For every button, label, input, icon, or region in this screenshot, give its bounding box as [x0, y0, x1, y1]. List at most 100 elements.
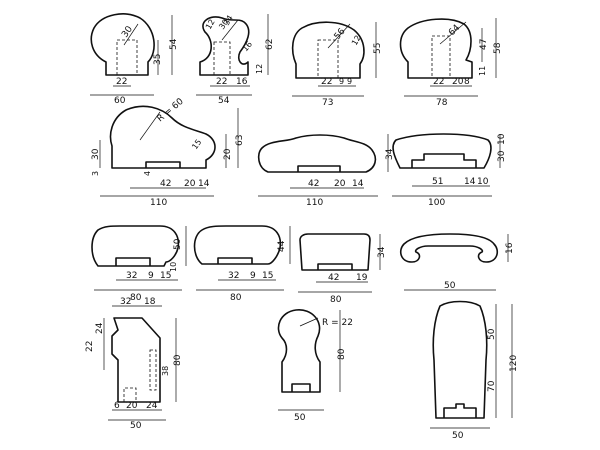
- profile-4-dim-h: 47: [479, 39, 489, 50]
- profile-5-dim-r2: 15: [190, 138, 203, 152]
- profile-1-outline: [90, 13, 155, 76]
- profile-5-dim-b3: 14: [198, 179, 210, 189]
- profile-5-groove: [145, 161, 181, 168]
- profile-12-dim-w: 50: [130, 421, 142, 431]
- profile-7-outline: [392, 133, 492, 169]
- profile-12: 32 18 24 22 80 38 6 20 24 50: [85, 297, 183, 431]
- profile-12-dim-s3: 38: [161, 366, 170, 376]
- profile-13-dim-w: 50: [294, 413, 306, 423]
- profile-4-outline: [399, 18, 473, 79]
- profile-8: 32 9 15 80 50 10: [91, 225, 187, 303]
- profile-6-dim-b1: 42: [308, 179, 319, 189]
- profile-8-outline: [91, 225, 180, 267]
- profile-11-dim-h: 16: [505, 242, 515, 254]
- profile-2-outline: [199, 16, 250, 76]
- profile-8-dim-w: 80: [130, 293, 142, 303]
- profile-6-outline: [257, 134, 377, 173]
- profile-12-slot: [149, 349, 157, 391]
- profile-5-radius-line: [139, 111, 161, 141]
- profile-8-groove: [115, 257, 151, 266]
- profile-10-dim-b2: 19: [356, 273, 368, 283]
- profile-13-dim-r: R = 22: [322, 318, 353, 328]
- profile-7-dim-b3: 10: [477, 177, 489, 187]
- profile-6-dim-w: 110: [306, 198, 323, 208]
- profile-1-dim-base: 22: [116, 77, 127, 87]
- profile-2-dim-h2: 12: [255, 64, 264, 74]
- profile-8-dim-b3: 15: [160, 271, 171, 281]
- profile-12-dim-b1: 6: [114, 401, 120, 411]
- profile-1-dim-h2: 54: [169, 38, 179, 50]
- profile-2: 30 12 34 16 22 16 54 62 12: [196, 14, 275, 106]
- profile-7-dim-h2: 10: [497, 133, 507, 145]
- profile-5-dim-h5: 4: [143, 171, 152, 176]
- profile-3-dim-b1: 22: [321, 77, 332, 87]
- profile-8-dim-b2: 9: [148, 271, 154, 281]
- profile-7-dim-h: 30: [497, 150, 507, 162]
- profile-1-radius-line: [123, 23, 139, 46]
- profile-3-dim-h2: 12: [350, 34, 363, 47]
- profile-8-dim-h2: 10: [169, 262, 178, 272]
- profile-13-groove: [291, 383, 311, 392]
- profile-10-groove: [317, 263, 353, 270]
- profile-2-dim-b2: 16: [236, 77, 248, 87]
- profile-13-radius-line: [299, 317, 319, 327]
- profile-13: R = 22 80 50: [277, 309, 353, 423]
- profile-10-outline: [299, 233, 371, 271]
- profile-9-dim-b1: 32: [228, 271, 239, 281]
- profile-9-dim-b3: 15: [262, 271, 273, 281]
- profile-1: 30 22 60 35 54: [90, 13, 179, 106]
- profile-7-dim-b1: 51: [432, 177, 443, 187]
- profile-14-outline: [432, 300, 488, 419]
- profile-4-dim-w: 78: [436, 98, 448, 108]
- profile-5-dim-h4: 3: [91, 171, 100, 176]
- profile-14: 50 70 120 50: [430, 300, 519, 441]
- profile-5-dim-b2: 20: [184, 179, 196, 189]
- profile-4-dim-h2: 58: [493, 42, 503, 54]
- profile-4: 64 22 20 8 78 47 58 11: [399, 18, 503, 108]
- profile-7-dim-b2: 14: [464, 177, 476, 187]
- profile-12-groove: [123, 387, 137, 402]
- profile-7-dim-w: 100: [428, 198, 445, 208]
- profile-2-dim-b1: 22: [216, 77, 227, 87]
- profile-14-dim-w: 50: [452, 431, 464, 441]
- profile-9-dim-b2: 9: [250, 271, 256, 281]
- profile-3-dim-b3: 9: [347, 77, 352, 86]
- profile-6-dim-h: 34: [385, 148, 395, 160]
- profile-14-dim-h: 50: [487, 328, 497, 340]
- profile-3: 56 12 22 9 9 73 55: [291, 21, 383, 108]
- profile-2-dim-r3b: 34: [222, 14, 235, 27]
- profile-1-dim-h: 35: [153, 54, 163, 65]
- profile-10-dim-h: 34: [377, 246, 387, 258]
- profile-3-dim-w: 73: [322, 98, 333, 108]
- profile-6: 42 20 14 110 34: [257, 134, 395, 208]
- profile-5-dim-h2: 20: [223, 148, 233, 160]
- profile-2-dim-r2: 12: [204, 18, 217, 31]
- profile-2-radius-line: [221, 19, 239, 41]
- profile-3-dim-h: 55: [373, 43, 383, 54]
- profile-4-groove: [431, 35, 451, 79]
- profile-4-dim-b2: 20: [452, 77, 464, 87]
- profile-2-dim-h: 62: [265, 39, 275, 50]
- profile-5-dim-h: 63: [235, 135, 245, 146]
- profile-2-groove: [213, 41, 231, 76]
- profile-2-dim-w: 54: [218, 96, 230, 106]
- profile-14-groove: [443, 403, 477, 418]
- profile-5-dim-h3: 30: [91, 148, 101, 160]
- profile-12-dim-b2: 20: [126, 401, 138, 411]
- profile-14-dim-h2: 70: [487, 380, 497, 392]
- profile-12-dim-t1: 32: [120, 297, 131, 307]
- profile-9-dim-h: 44: [277, 240, 287, 252]
- profile-8-dim-b1: 32: [126, 271, 137, 281]
- profile-10: 42 19 80 34: [298, 233, 387, 305]
- profile-11-dim-w: 50: [444, 281, 456, 291]
- profile-7: 51 14 10 100 30 10: [392, 133, 507, 208]
- profile-13-outline: [277, 309, 321, 393]
- profile-9-dim-w: 80: [230, 293, 242, 303]
- profile-4-dim-h3: 11: [478, 66, 487, 76]
- profile-3-dim-b2: 9: [339, 77, 344, 86]
- profile-5-outline: [109, 105, 216, 169]
- profile-5-dim-w: 110: [150, 198, 167, 208]
- profile-4-radius-line: [439, 21, 467, 45]
- profile-12-dim-t2: 18: [144, 297, 156, 307]
